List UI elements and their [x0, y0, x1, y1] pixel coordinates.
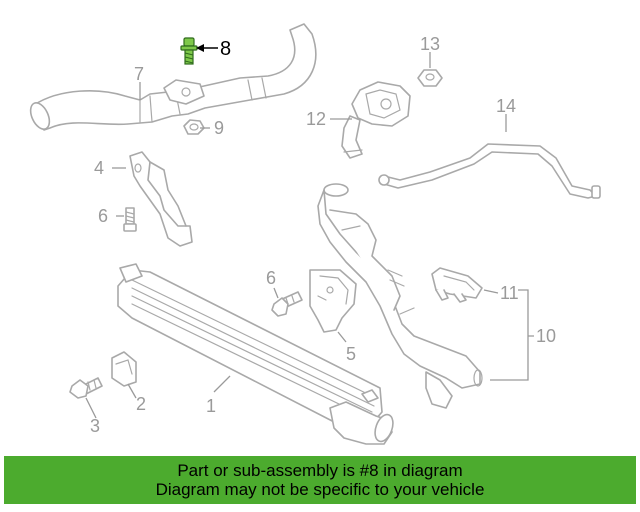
callout-7: 7 [134, 64, 144, 84]
part-info-banner: Part or sub-assembly is #8 in diagram Di… [4, 456, 636, 504]
part-10-pipe[interactable] [317, 183, 483, 409]
parts-diagram: 7 8 9 4 6 13 12 14 6 11 10 5 1 2 3 [27, 23, 601, 445]
callout-1: 1 [206, 396, 216, 416]
part-11-sensor[interactable] [431, 267, 483, 303]
part-6-bolt-lower[interactable] [271, 291, 303, 317]
part-7-hose[interactable] [27, 23, 317, 132]
leader-lines [85, 44, 534, 419]
part-14-tube[interactable] [378, 143, 601, 199]
part-8-bolt[interactable] [180, 37, 198, 65]
part-2-mount[interactable] [111, 351, 137, 387]
part-12-valve[interactable] [341, 81, 411, 159]
callout-14: 14 [496, 96, 516, 116]
part-6-bolt-upper[interactable] [123, 207, 137, 232]
callout-8: 8 [220, 38, 231, 60]
callout-4: 4 [94, 158, 104, 178]
part-1-intercooler[interactable] [117, 263, 396, 445]
banner-line-1: Part or sub-assembly is #8 in diagram [177, 461, 463, 480]
callout-5: 5 [346, 344, 356, 364]
callout-2: 2 [136, 394, 146, 414]
callout-6-lower: 6 [266, 268, 276, 288]
callout-13: 13 [420, 34, 440, 54]
banner-line-2: Diagram may not be specific to your vehi… [155, 480, 485, 499]
callout-10: 10 [536, 326, 556, 346]
part-13-grommet[interactable] [417, 69, 443, 87]
part-5-bracket[interactable] [309, 269, 357, 333]
part-9-nut[interactable] [183, 119, 205, 135]
callout-12: 12 [306, 109, 326, 129]
callout-9: 9 [214, 118, 224, 138]
callout-3: 3 [90, 416, 100, 436]
part-4-bracket[interactable] [129, 151, 193, 247]
callout-6-upper: 6 [98, 206, 108, 226]
part-3-bolt[interactable] [69, 377, 103, 399]
callout-11: 11 [500, 283, 519, 303]
